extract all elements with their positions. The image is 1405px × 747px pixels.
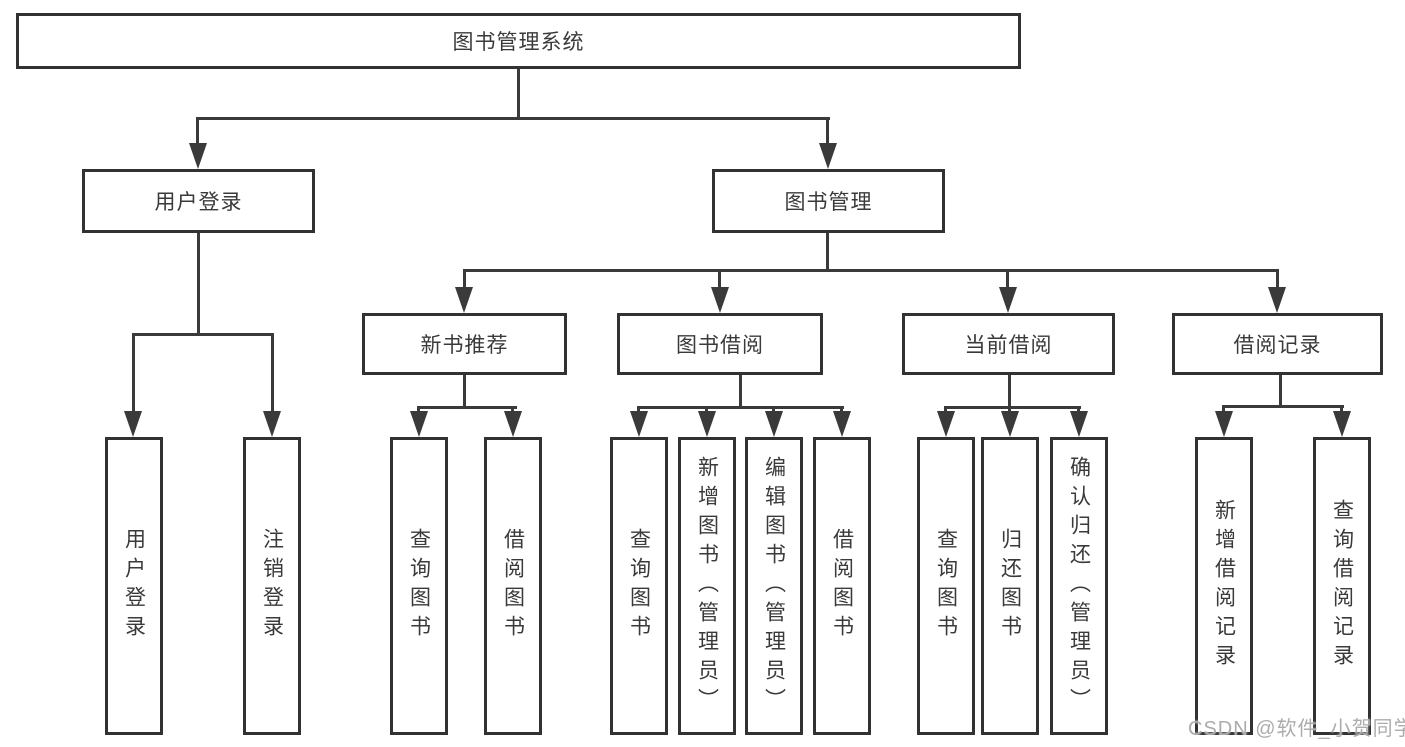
connector-line <box>739 375 742 409</box>
connector-line <box>463 269 1279 272</box>
leaf-query-book-current: 查询图书 <box>917 437 975 735</box>
csdn-watermark: CSDN @软件_小贺同学 <box>1188 718 1405 740</box>
node-new-book-recommend-label: 新书推荐 <box>420 334 509 357</box>
node-book-borrow-label: 图书借阅 <box>676 334 764 357</box>
node-user-login-label: 用户登录 <box>154 191 243 214</box>
leaf-label: 确认归还（管理员） <box>1067 455 1091 717</box>
node-book-management-label: 图书管理 <box>784 191 873 214</box>
connector-line <box>637 406 844 409</box>
leaf-logout: 注销登录 <box>243 437 301 735</box>
connector-line <box>1279 375 1282 408</box>
arrow-down-icon <box>999 287 1017 313</box>
arrow-down-icon <box>1070 411 1088 437</box>
leaf-borrow-book: 借阅图书 <box>813 437 871 735</box>
node-book-management: 图书管理 <box>712 169 945 233</box>
leaf-edit-book-admin: 编辑图书（管理员） <box>745 437 803 735</box>
arrow-down-icon <box>698 411 716 437</box>
leaf-label: 编辑图书（管理员） <box>762 455 786 717</box>
arrow-down-icon <box>263 411 281 437</box>
connector-line <box>1222 405 1344 408</box>
arrow-down-icon <box>1268 287 1286 313</box>
connector-line <box>511 406 514 415</box>
leaf-label: 新增图书（管理员） <box>695 455 719 717</box>
connector-line <box>1006 269 1009 289</box>
connector-line <box>1276 269 1279 289</box>
arrow-down-icon <box>124 411 142 437</box>
leaf-borrow-book-recommend: 借阅图书 <box>484 437 542 735</box>
leaf-label: 查询图书 <box>934 528 958 644</box>
arrow-down-icon <box>937 411 955 437</box>
arrow-down-icon <box>504 411 522 437</box>
connector-line <box>826 233 829 272</box>
connector-line <box>1222 405 1225 415</box>
node-current-borrow: 当前借阅 <box>902 313 1115 375</box>
connector-line <box>132 333 274 336</box>
connector-line <box>132 333 135 413</box>
connector-line <box>1077 406 1080 415</box>
leaf-add-book-admin: 新增图书（管理员） <box>678 437 736 735</box>
arrow-down-icon <box>1001 411 1019 437</box>
connector-line <box>517 69 520 119</box>
leaf-label: 归还图书 <box>998 528 1022 644</box>
leaf-label: 借阅图书 <box>501 528 525 644</box>
arrow-down-icon <box>833 411 851 437</box>
connector-line <box>1008 375 1011 409</box>
leaf-label: 查询图书 <box>627 528 651 644</box>
leaf-confirm-return-admin: 确认归还（管理员） <box>1050 437 1108 735</box>
connector-line <box>705 406 708 415</box>
leaf-label: 查询借阅记录 <box>1330 499 1354 673</box>
node-book-borrow: 图书借阅 <box>617 313 823 375</box>
arrow-down-icon <box>1215 411 1233 437</box>
node-user-login: 用户登录 <box>82 169 315 233</box>
connector-line <box>944 406 947 415</box>
arrow-down-icon <box>455 287 473 313</box>
node-current-borrow-label: 当前借阅 <box>964 334 1053 357</box>
arrow-down-icon <box>819 143 837 169</box>
leaf-query-book-recommend: 查询图书 <box>390 437 448 735</box>
connector-line <box>463 269 466 289</box>
arrow-down-icon <box>630 411 648 437</box>
connector-line <box>772 406 775 415</box>
connector-line <box>826 117 829 145</box>
node-root-label: 图书管理系统 <box>452 31 585 54</box>
leaf-label: 新增借阅记录 <box>1212 499 1236 673</box>
connector-line <box>840 406 843 415</box>
arrow-down-icon <box>765 411 783 437</box>
connector-line <box>463 375 466 409</box>
connector-line <box>1008 406 1011 415</box>
leaf-query-borrow-record: 查询借阅记录 <box>1313 437 1371 735</box>
leaf-user-login: 用户登录 <box>105 437 163 735</box>
leaf-add-borrow-record: 新增借阅记录 <box>1195 437 1253 735</box>
connector-line <box>944 406 1081 409</box>
node-borrow-records-label: 借阅记录 <box>1233 334 1322 357</box>
leaf-label: 注销登录 <box>260 528 284 644</box>
connector-line <box>417 406 420 415</box>
arrow-down-icon <box>189 143 207 169</box>
leaf-label: 查询图书 <box>407 528 431 644</box>
arrow-down-icon <box>711 287 729 313</box>
leaf-return-book: 归还图书 <box>981 437 1039 735</box>
arrow-down-icon <box>410 411 428 437</box>
arrow-down-icon <box>1333 411 1351 437</box>
node-new-book-recommend: 新书推荐 <box>362 313 567 375</box>
connector-line <box>196 117 830 120</box>
connector-line <box>196 117 199 145</box>
connector-line <box>197 233 200 335</box>
node-borrow-records: 借阅记录 <box>1172 313 1383 375</box>
connector-line <box>637 406 640 415</box>
node-root: 图书管理系统 <box>16 13 1021 69</box>
leaf-label: 借阅图书 <box>830 528 854 644</box>
leaf-query-book-borrow: 查询图书 <box>610 437 668 735</box>
connector-line <box>718 269 721 289</box>
connector-line <box>417 406 517 409</box>
connector-line <box>1340 405 1343 415</box>
connector-line <box>271 333 274 413</box>
leaf-label: 用户登录 <box>122 528 146 644</box>
